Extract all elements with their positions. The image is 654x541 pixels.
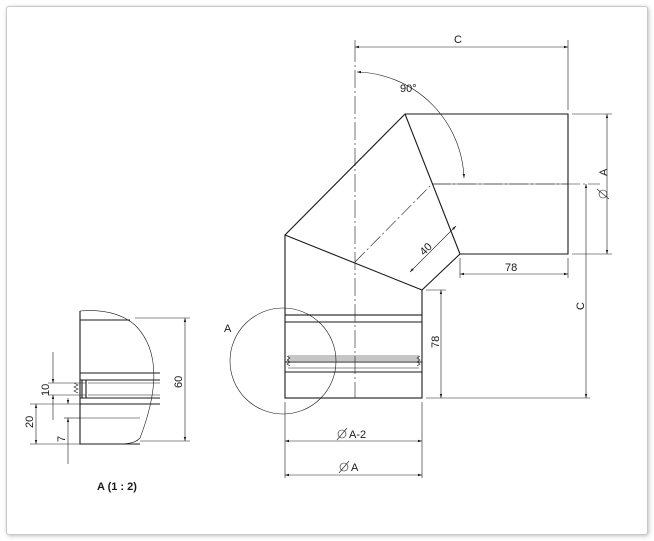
angle-arc [356, 70, 466, 179]
detail-caption: A (1 : 2) [97, 481, 137, 493]
detail-dim-10-label: 10 [40, 384, 52, 396]
detail-dim-7-label: 7 [56, 436, 68, 442]
drawing-frame [6, 6, 648, 535]
dim-78-horizontal-label: 78 [505, 262, 517, 274]
socket-end [284, 314, 423, 399]
detail-dim-20-label: 20 [24, 416, 36, 428]
dim-c-right-label: C [575, 302, 587, 310]
dim-78-vertical [426, 289, 446, 398]
dim-c-top [354, 40, 569, 110]
dim-dia-a-right [572, 113, 612, 255]
dia-a-minus-2-label: A-2 [349, 429, 366, 441]
center-lines [354, 44, 600, 398]
dia-a-bottom-label: A [351, 462, 359, 474]
detail-dim-7 [64, 398, 80, 464]
dim-40 [409, 225, 457, 273]
detail-dim-60-label: 60 [173, 376, 185, 388]
detail-dim-60 [135, 317, 190, 442]
angle-label: 90° [400, 83, 417, 95]
dim-78-vertical-label: 78 [430, 336, 442, 348]
dim-dia-a-bottom [285, 460, 422, 477]
detail-view [73, 310, 160, 445]
dim-78-horizontal [459, 258, 569, 278]
dim-c-right [426, 184, 590, 399]
dim-c-top-label: C [454, 34, 462, 46]
dim-40-label: 40 [418, 241, 435, 258]
detail-dim-20 [30, 403, 80, 445]
dia-a-right-label: A [598, 168, 610, 176]
detail-dim-10 [48, 352, 86, 420]
dim-dia-a-minus-2 [284, 402, 423, 478]
detail-circle [229, 307, 337, 415]
detail-marker-label: A [224, 323, 232, 335]
elbow-outline [284, 113, 569, 315]
